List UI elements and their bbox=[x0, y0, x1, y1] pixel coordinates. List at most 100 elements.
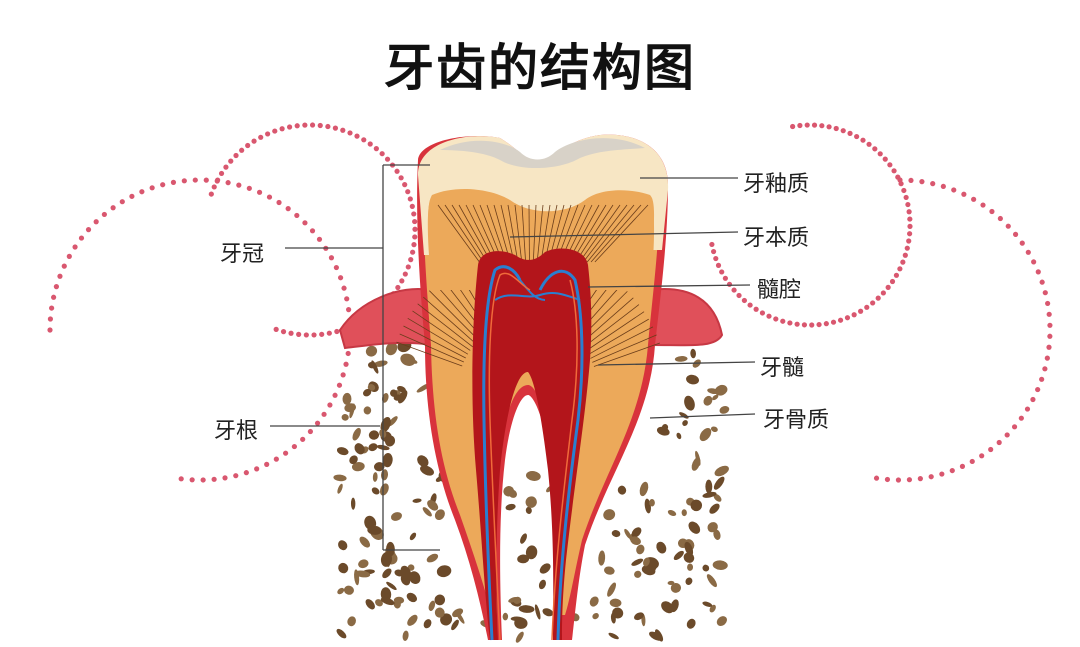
dot bbox=[160, 182, 166, 188]
dot bbox=[989, 208, 995, 215]
dot bbox=[243, 470, 249, 476]
bone-particle bbox=[513, 596, 522, 604]
tubule-line bbox=[590, 326, 654, 359]
bone-particle bbox=[520, 533, 527, 544]
dot bbox=[333, 264, 339, 271]
dot bbox=[907, 223, 913, 229]
dot bbox=[1019, 240, 1025, 246]
dot bbox=[900, 259, 906, 265]
bone-particle bbox=[385, 342, 398, 356]
bone-particle bbox=[649, 631, 662, 641]
dot bbox=[343, 361, 349, 367]
bone-particle bbox=[375, 599, 383, 607]
dot bbox=[884, 476, 891, 483]
page-title: 牙齿的结构图 bbox=[384, 39, 696, 97]
tubule-line bbox=[444, 204, 484, 263]
bone-particle bbox=[670, 583, 682, 593]
dot bbox=[214, 178, 220, 184]
dot bbox=[1046, 311, 1052, 317]
dot bbox=[847, 130, 853, 136]
bone-particle bbox=[341, 414, 349, 421]
dot bbox=[314, 420, 321, 426]
bone-particle bbox=[365, 345, 378, 357]
gum-left bbox=[338, 288, 434, 350]
dot bbox=[891, 168, 897, 174]
label-crown: 牙冠 bbox=[220, 242, 265, 267]
leader-lines bbox=[270, 164, 756, 551]
bone-particle bbox=[705, 479, 713, 494]
dot bbox=[961, 191, 967, 197]
tubule-line bbox=[593, 342, 661, 367]
dot bbox=[200, 477, 206, 483]
tubule-line bbox=[417, 303, 474, 348]
bone-particle bbox=[515, 631, 524, 643]
dot bbox=[287, 124, 293, 130]
tubule-line bbox=[590, 204, 642, 263]
bone-particle bbox=[709, 503, 720, 514]
dot bbox=[851, 312, 857, 318]
dot bbox=[291, 443, 297, 450]
bone-particle bbox=[624, 528, 632, 539]
dot bbox=[222, 475, 228, 481]
tubule-line bbox=[412, 310, 471, 351]
bone-particle bbox=[407, 573, 415, 581]
label-pulp: 牙髓 bbox=[760, 356, 805, 381]
dot bbox=[904, 245, 910, 251]
dot bbox=[233, 473, 239, 479]
tubule-line bbox=[507, 204, 519, 263]
dot bbox=[1046, 344, 1052, 350]
label-pulp-cavity: 髓腔 bbox=[757, 278, 802, 303]
tubule-line bbox=[500, 204, 515, 263]
dot bbox=[906, 209, 912, 215]
bone-particle bbox=[373, 462, 385, 472]
bone-particle bbox=[390, 389, 398, 397]
dot bbox=[893, 272, 900, 278]
dot bbox=[302, 122, 308, 128]
dot bbox=[840, 128, 846, 134]
bone-particle bbox=[609, 598, 622, 608]
dot bbox=[887, 162, 893, 168]
dot bbox=[311, 332, 317, 338]
dot bbox=[1042, 366, 1048, 372]
dot bbox=[940, 183, 946, 190]
dot bbox=[345, 350, 351, 357]
tubule-line bbox=[594, 204, 649, 263]
dot bbox=[713, 255, 719, 262]
bone-particle bbox=[683, 552, 695, 563]
dot bbox=[395, 284, 401, 291]
dot bbox=[1047, 333, 1053, 339]
bone-particle bbox=[518, 605, 535, 613]
dot bbox=[344, 296, 350, 302]
tubule-line bbox=[521, 204, 526, 263]
dot bbox=[53, 284, 60, 290]
dot bbox=[411, 211, 417, 217]
dot bbox=[409, 203, 415, 209]
dot bbox=[715, 262, 722, 268]
dot bbox=[379, 151, 385, 157]
dot bbox=[211, 184, 217, 190]
pulp bbox=[472, 248, 592, 641]
dot bbox=[870, 300, 876, 306]
tubule-line bbox=[583, 304, 640, 348]
bone-particle bbox=[710, 426, 718, 433]
bone-particle bbox=[643, 557, 650, 567]
dot bbox=[211, 476, 217, 482]
bone-particle bbox=[712, 560, 728, 570]
dot bbox=[979, 453, 985, 459]
dot bbox=[334, 328, 340, 335]
bone-particle bbox=[714, 465, 729, 477]
dot bbox=[276, 199, 282, 206]
dot bbox=[907, 216, 913, 222]
bone-particle bbox=[661, 424, 669, 431]
bone-particle bbox=[349, 455, 358, 465]
bone-particle bbox=[661, 601, 674, 614]
bone-particle bbox=[713, 493, 722, 502]
dot bbox=[905, 201, 911, 208]
dot bbox=[753, 306, 759, 312]
bone-particle bbox=[534, 604, 541, 620]
bone-particle bbox=[417, 455, 429, 467]
dot bbox=[256, 189, 263, 195]
dot bbox=[57, 273, 63, 279]
bone-particle bbox=[372, 472, 378, 482]
